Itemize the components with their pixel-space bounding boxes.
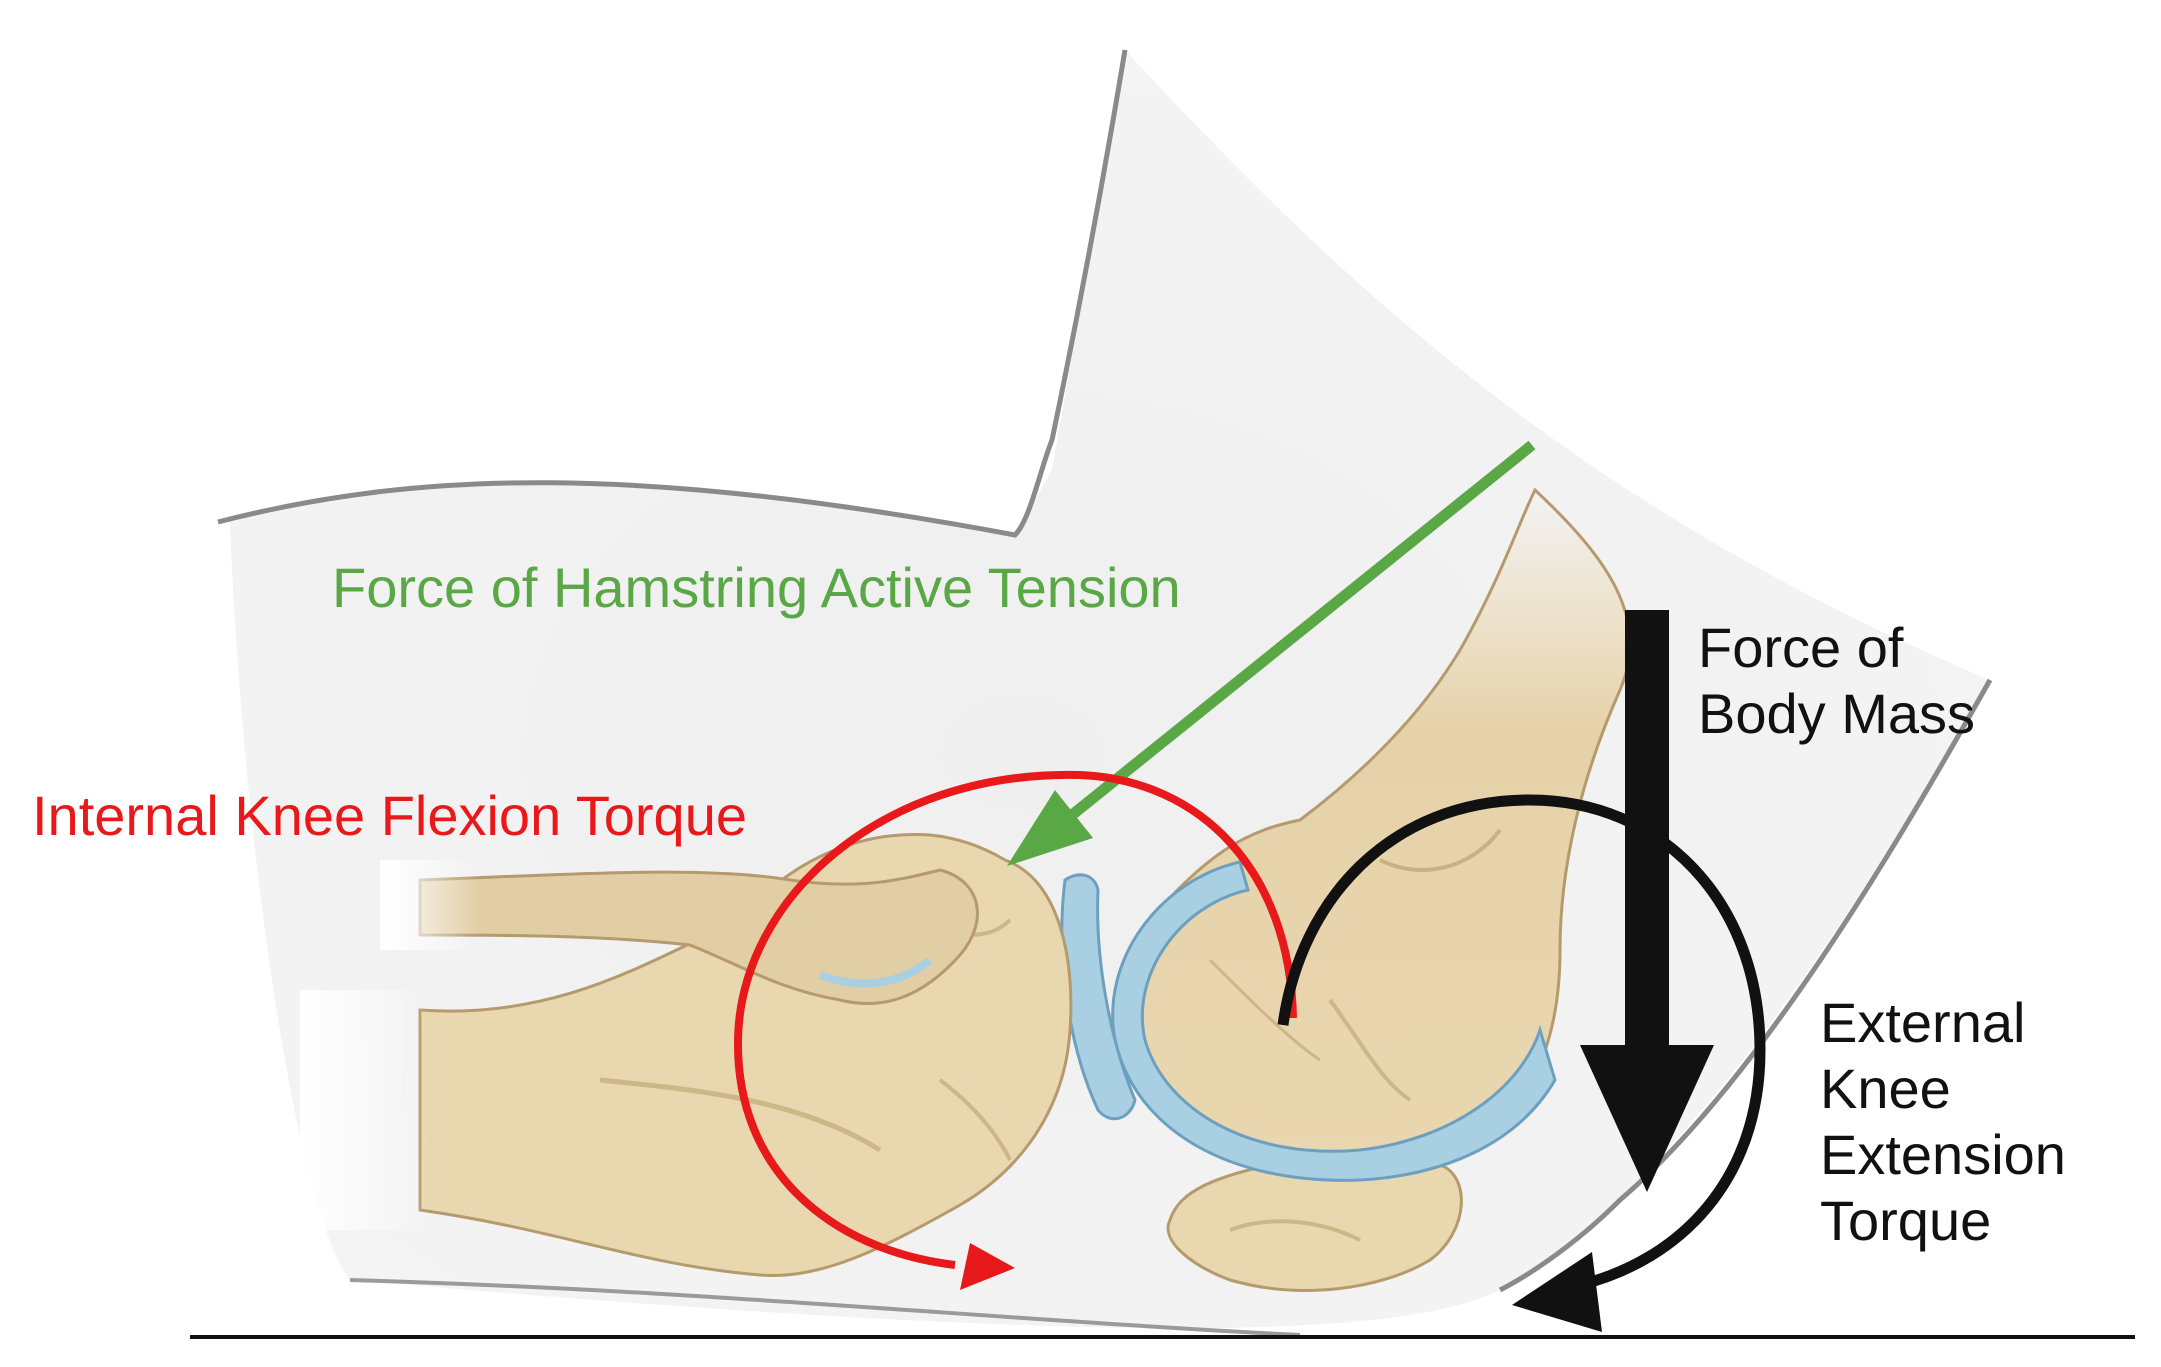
- hamstring-force-label: Force of Hamstring Active Tension: [332, 556, 1181, 619]
- body-mass-force-arrow: [1580, 610, 1714, 1192]
- external-extension-label-line: Knee: [1820, 1057, 1951, 1120]
- external-extension-label-line: Extension: [1820, 1123, 2066, 1186]
- external-extension-label: External Knee Extension Torque: [1820, 990, 2066, 1254]
- body-mass-label: Force of Body Mass: [1698, 615, 1975, 747]
- internal-flexion-torque-arrow: [733, 770, 1297, 1290]
- external-extension-label-line: Torque: [1820, 1189, 1992, 1252]
- external-extension-torque-arrow: [1277, 794, 1766, 1332]
- body-mass-label-line: Force of: [1698, 616, 1904, 679]
- external-extension-label-line: External: [1820, 991, 2026, 1054]
- hamstring-force-arrow: [1007, 440, 1536, 866]
- body-mass-label-line: Body Mass: [1698, 682, 1975, 745]
- internal-flexion-label: Internal Knee Flexion Torque: [32, 784, 747, 847]
- fibula: [380, 860, 979, 1006]
